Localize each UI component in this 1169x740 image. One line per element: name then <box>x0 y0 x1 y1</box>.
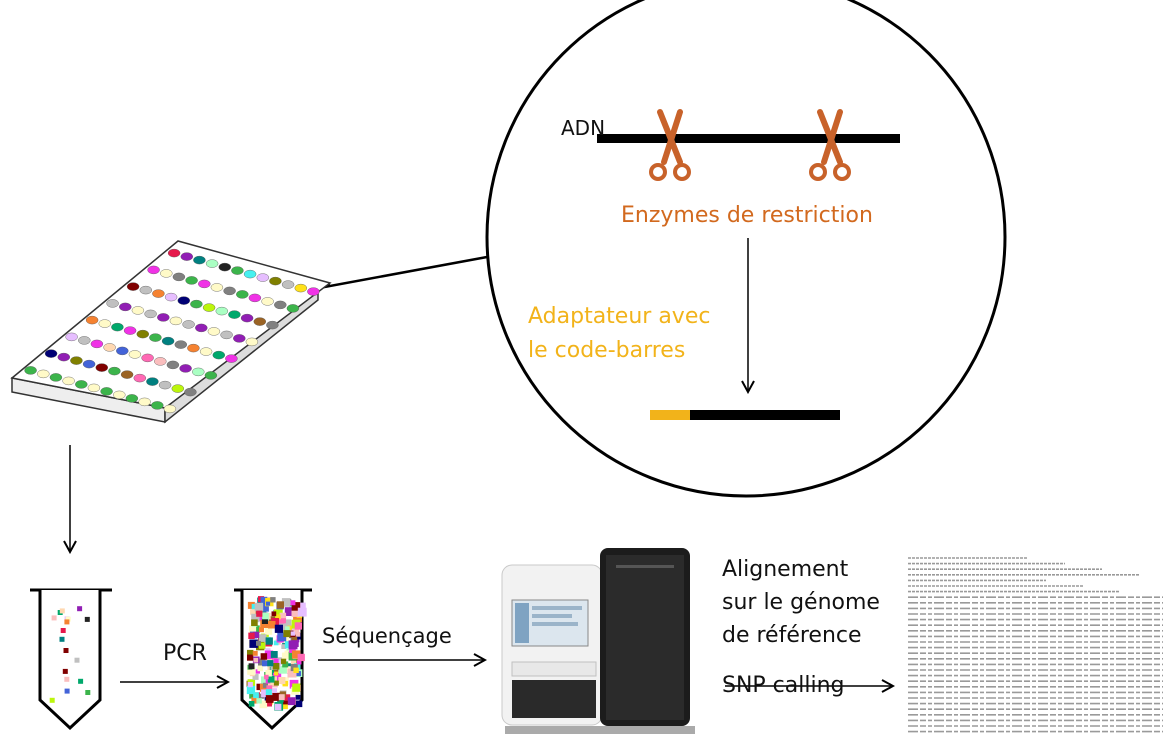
scissors-icon <box>649 109 691 181</box>
adapter-barcode <box>650 410 690 420</box>
zoom-circle <box>485 0 1007 498</box>
scissors-icon <box>809 109 851 181</box>
enzymes-label: Enzymes de restriction <box>621 203 873 228</box>
vcf-spreadsheet-icon <box>906 553 1169 738</box>
pcr-label: PCR <box>163 641 207 666</box>
96-well-plate-icon <box>10 240 332 424</box>
sequencing-label: Séquençage <box>322 624 452 648</box>
alignment-label: Alignement sur le génome de référence <box>722 557 880 648</box>
adapter-label: Adaptateur avec le code-barres <box>528 304 711 363</box>
spreadsheet-rows <box>908 557 1163 733</box>
plate-wells <box>24 248 320 414</box>
snp-calling-label: SNP calling <box>722 673 845 698</box>
test-tube-icon <box>30 588 112 731</box>
dna-strand <box>597 134 900 143</box>
dna-fragments-sparse <box>49 606 91 703</box>
dna-fragment <box>690 410 840 420</box>
sequencer-machine-icon <box>501 548 695 734</box>
test-tube-icon <box>234 588 312 731</box>
dna-fragments-amplified <box>246 596 307 711</box>
dna-label: ADN <box>561 116 606 140</box>
